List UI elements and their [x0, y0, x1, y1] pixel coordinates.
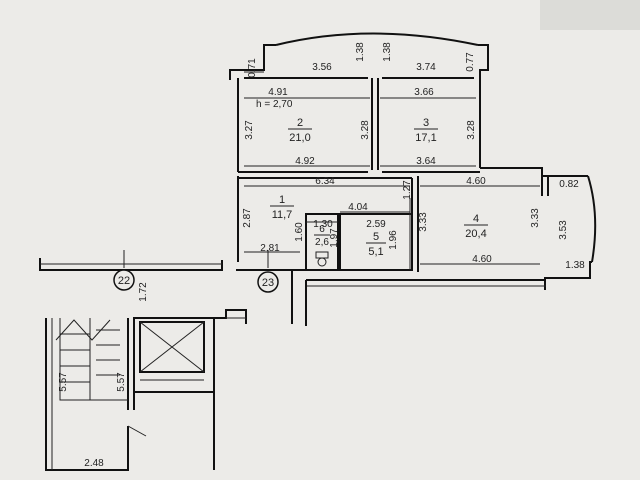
dim: 3.28: [360, 120, 371, 140]
room-area: 2,6: [315, 237, 329, 248]
axis-23: 23: [257, 250, 279, 293]
dim: 0.77: [465, 52, 476, 72]
dim: 1.30: [313, 219, 333, 230]
dim: 1.96: [388, 230, 399, 250]
dim: 2.87: [242, 208, 253, 228]
dim: 1.72: [138, 282, 149, 302]
dim: 3.53: [558, 220, 569, 240]
dim: 4.04: [348, 202, 368, 213]
room-number: 4: [473, 213, 479, 225]
room-number: 2: [297, 117, 303, 129]
room-4-label: 4 20,4: [464, 213, 488, 240]
room-6-label: 6 2,6: [314, 224, 330, 248]
room-area: 11,7: [272, 209, 293, 221]
dim: 2.59: [366, 219, 386, 230]
toilet-icon: [317, 257, 327, 267]
room-area: 20,4: [465, 228, 486, 240]
dim: 1.38: [355, 42, 366, 62]
axis-22: 22: [113, 250, 135, 291]
room-2-label: 2 21,0: [288, 117, 312, 144]
scan-shadow: [540, 0, 640, 30]
dim: 5.57: [58, 372, 69, 392]
dim: 2.81: [260, 243, 280, 254]
room-area: 21,0: [289, 132, 310, 144]
ceiling-height: h = 2,70: [256, 99, 293, 110]
room-number: 3: [423, 117, 429, 129]
axis-22-label: 22: [118, 275, 130, 287]
room-number: 6: [319, 224, 325, 235]
dim: 1.97: [329, 228, 340, 248]
room-number: 5: [373, 231, 379, 243]
stairwell: [45, 318, 147, 471]
room-number: 1: [279, 194, 285, 206]
dim: 4.92: [295, 156, 315, 167]
dim: 3.64: [416, 156, 436, 167]
elevator-shaft: [133, 309, 247, 470]
dim: 0.82: [559, 179, 579, 190]
dim: 6.34: [315, 176, 335, 187]
dim: 3.28: [466, 120, 477, 140]
dim: 3.56: [312, 62, 332, 73]
dim: 3.33: [418, 212, 429, 232]
dim: 3.66: [414, 87, 434, 98]
dimension-lines: [244, 97, 540, 270]
room-1-label: 1 11,7: [270, 194, 294, 221]
dim: 2.48: [84, 458, 104, 469]
dim: 3.74: [416, 62, 436, 73]
dim: 4.60: [472, 254, 492, 265]
room-5-label: 5 5,1: [366, 231, 386, 258]
room-area: 5,1: [368, 246, 383, 258]
dim: 1.38: [565, 260, 585, 271]
dim: 4.60: [466, 176, 486, 187]
dim: 0.71: [247, 58, 258, 78]
dim: 5.57: [116, 372, 127, 392]
dim: 1.38: [382, 42, 393, 62]
dim: 3.33: [530, 208, 541, 228]
outer-walls: [39, 32, 597, 326]
axis-23-label: 23: [262, 277, 274, 289]
interior-walls: [238, 71, 549, 272]
dim: 1.60: [294, 222, 305, 242]
dim: 4.91: [268, 87, 288, 98]
dim: 1.27: [402, 180, 413, 200]
dim: 3.27: [244, 120, 255, 140]
dimension-labels: 0.71 3.56 1.38 1.38 3.74 0.77 4.91 3.66 …: [58, 42, 585, 469]
room-3-label: 3 17,1: [414, 117, 438, 144]
room-area: 17,1: [415, 132, 436, 144]
